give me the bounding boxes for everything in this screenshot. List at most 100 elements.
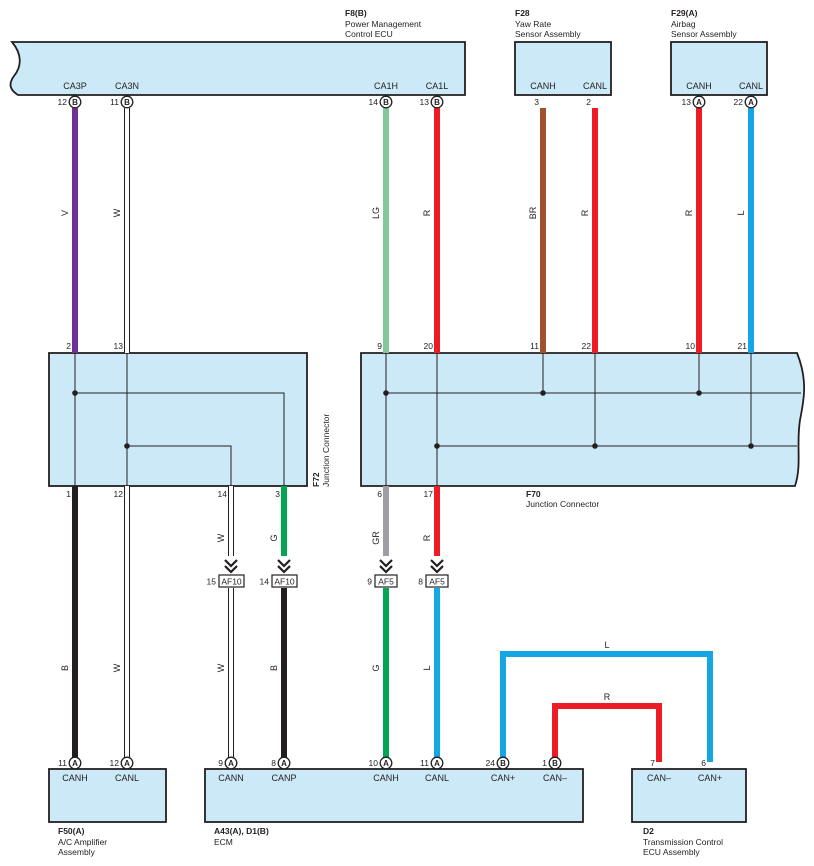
svg-text:14: 14 (369, 97, 379, 107)
svg-text:14: 14 (218, 489, 228, 499)
svg-text:21: 21 (738, 341, 748, 351)
svg-text:CANL: CANL (739, 81, 763, 91)
svg-text:A: A (696, 98, 702, 107)
svg-text:W: W (216, 663, 226, 672)
junction-name: AF10 (221, 577, 242, 587)
f8-component-box[interactable] (9, 41, 466, 96)
d2-name: Transmission Control (643, 837, 723, 847)
ecm-name: ECM (214, 837, 233, 847)
terminal-names: CA3P CA3N CA1H CA1L CANH CANL CANH CANL … (62, 81, 763, 783)
af10-connector-box[interactable] (271, 574, 298, 588)
svg-text:12: 12 (110, 758, 120, 768)
f29-name: Airbag (671, 19, 696, 29)
svg-text:20: 20 (424, 341, 434, 351)
svg-text:A: A (748, 98, 754, 107)
svg-text:A: A (281, 759, 287, 768)
svg-text:A: A (383, 759, 389, 768)
d2-name: ECU Assembly (643, 847, 700, 857)
f29-component-box[interactable] (670, 41, 768, 96)
junction-name: AF5 (378, 577, 394, 587)
svg-text:CAN+: CAN+ (698, 773, 722, 783)
junction-name: AF10 (274, 577, 295, 587)
junction-pin: 14 (260, 577, 270, 587)
svg-text:B: B (269, 665, 279, 671)
ecm-component-box[interactable] (204, 768, 584, 823)
ecm-id: A43(A), D1(B) (214, 826, 269, 836)
f28-name: Sensor Assembly (515, 29, 581, 39)
svg-text:CANL: CANL (115, 773, 139, 783)
svg-text:G: G (371, 664, 381, 671)
svg-text:10: 10 (369, 758, 379, 768)
f72-junction-box[interactable] (48, 352, 308, 487)
svg-text:13: 13 (114, 341, 124, 351)
pin-numbers: 12 11 14 13 3 2 13 22 2 13 9 20 11 22 10… (58, 97, 748, 768)
f28-component-box[interactable] (514, 41, 612, 96)
svg-text:9: 9 (377, 341, 382, 351)
svg-text:11: 11 (420, 758, 429, 768)
svg-text:CANL: CANL (583, 81, 607, 91)
af10-connector-box[interactable] (218, 574, 245, 588)
svg-text:10: 10 (686, 341, 696, 351)
svg-text:6: 6 (701, 758, 706, 768)
svg-text:B: B (383, 98, 389, 107)
component-captions: F8(B) Power Management Control ECU F28 Y… (58, 8, 737, 857)
f8-id: F8(B) (345, 8, 367, 18)
svg-text:B: B (72, 98, 78, 107)
f50-id: F50(A) (58, 826, 85, 836)
af5-connector-box[interactable] (425, 574, 449, 588)
junction-pin: 9 (367, 577, 372, 587)
svg-text:A: A (228, 759, 234, 768)
svg-text:11: 11 (530, 341, 539, 351)
svg-text:W: W (112, 208, 122, 217)
f8-name: Control ECU (345, 29, 393, 39)
svg-text:11: 11 (110, 97, 119, 107)
d2-component-box[interactable] (631, 768, 747, 823)
wires-lower (72, 486, 713, 762)
svg-text:13: 13 (420, 97, 430, 107)
svg-text:A: A (72, 759, 78, 768)
f50-name: A/C Amplifier (58, 837, 107, 847)
svg-text:R: R (422, 534, 432, 541)
junction-name: AF5 (429, 577, 445, 587)
f72-id: F72 (311, 472, 321, 487)
svg-text:R: R (580, 209, 590, 216)
f29-id: F29(A) (671, 8, 698, 18)
f50-component-box[interactable] (48, 768, 167, 823)
junction-pin: 8 (418, 577, 423, 587)
svg-text:A: A (434, 759, 440, 768)
svg-text:22: 22 (734, 97, 744, 107)
svg-text:2: 2 (586, 97, 591, 107)
svg-text:B: B (124, 98, 130, 107)
svg-text:12: 12 (114, 489, 124, 499)
svg-text:W: W (216, 533, 226, 542)
svg-text:22: 22 (582, 341, 592, 351)
svg-text:11: 11 (58, 758, 67, 768)
af5-connector-box[interactable] (374, 574, 398, 588)
svg-text:17: 17 (424, 489, 434, 499)
svg-text:CAN–: CAN– (647, 773, 671, 783)
f72-name: Junction Connector (321, 414, 331, 487)
f50-name: Assembly (58, 847, 96, 857)
svg-text:GR: GR (371, 531, 381, 545)
svg-text:G: G (269, 534, 279, 541)
svg-text:CANH: CANH (530, 81, 556, 91)
svg-text:B: B (60, 665, 70, 671)
svg-text:CA3P: CA3P (63, 81, 87, 91)
svg-text:L: L (422, 665, 432, 670)
svg-text:6: 6 (377, 489, 382, 499)
svg-text:V: V (60, 210, 70, 216)
svg-text:1: 1 (66, 489, 71, 499)
f8-name: Power Management (345, 19, 422, 29)
wire-l-loop-canplus (500, 651, 713, 762)
svg-text:CA1L: CA1L (426, 81, 449, 91)
svg-text:7: 7 (650, 758, 655, 768)
f72-internal-bus (72, 353, 285, 486)
svg-text:L: L (736, 210, 746, 215)
f70-internal-bus (383, 353, 801, 486)
svg-text:8: 8 (271, 758, 276, 768)
svg-text:1: 1 (542, 758, 547, 768)
wire-r-loop-canminus (552, 703, 662, 762)
svg-text:3: 3 (275, 489, 280, 499)
f70-junction-box[interactable] (360, 352, 805, 487)
svg-text:L: L (604, 640, 609, 650)
